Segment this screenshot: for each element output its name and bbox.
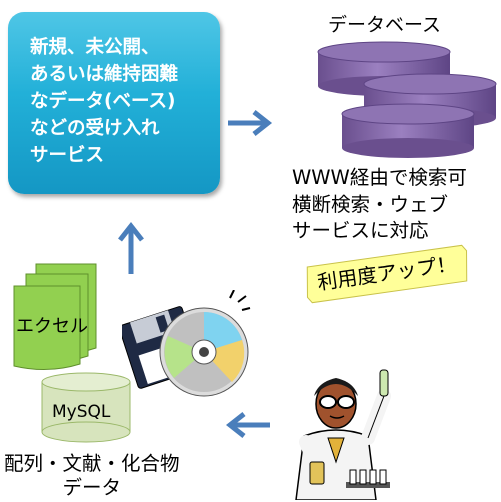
www-line-3: サービスに対応 — [292, 219, 429, 242]
database-title: データベース — [328, 14, 442, 36]
source-data-line-2: データ — [62, 476, 122, 499]
service-box: 新規、未公開、 あるいは維持困難 なデータ(ベース) などの受け入れ サービス — [8, 12, 220, 194]
service-line-2: あるいは維持困難 — [30, 64, 179, 85]
mysql-label: MySQL — [52, 402, 111, 422]
database-cylinder-3 — [341, 103, 475, 158]
banner-shape — [306, 244, 468, 304]
mysql-database-icon — [41, 372, 131, 443]
arrow-left-icon — [226, 412, 270, 438]
excel-label: エクセル — [16, 316, 88, 337]
www-line-2: 横断検索・ウェブ — [292, 192, 449, 216]
source-data-line-1: 配列・文献・化合物 — [4, 452, 180, 475]
source-data-label: 配列・文献・化合物 データ — [4, 452, 180, 500]
www-line-1: WWW経由で検索可 — [292, 166, 467, 189]
www-text: WWW経由で検索可 横断検索・ウェブ サービスに対応 — [292, 165, 467, 245]
excel-document-icon — [13, 263, 97, 371]
service-line-4: などの受け入れ — [30, 118, 160, 139]
cd-disc-icon — [159, 307, 249, 397]
arrow-right-icon — [228, 110, 273, 136]
scientist-icon — [295, 369, 391, 500]
arrow-up-icon — [118, 221, 144, 274]
floppy-cd-icon — [122, 290, 251, 397]
service-line-3: なデータ(ベース) — [30, 91, 176, 112]
usage-banner: 利用度アップ！ — [301, 243, 473, 306]
service-line-5: サービス — [30, 145, 105, 166]
database-stack-icon — [317, 41, 497, 158]
service-line-1: 新規、未公開、 — [30, 37, 160, 58]
